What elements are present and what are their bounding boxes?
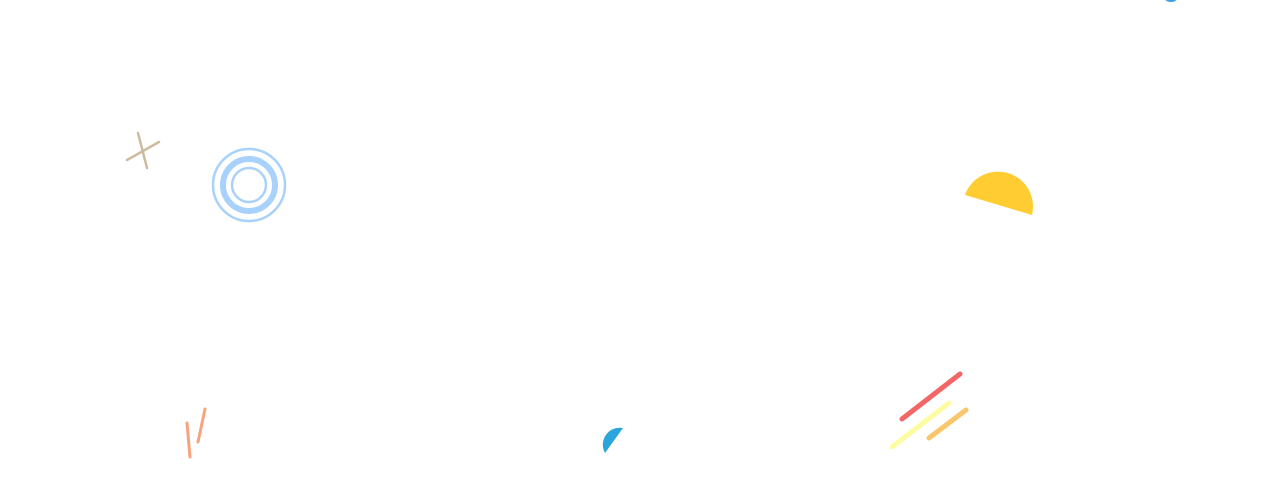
half-circle-shape <box>965 171 1034 215</box>
twin-sticks-shape <box>185 407 207 459</box>
orange-line <box>926 407 969 441</box>
quarter-circle-shape <box>602 427 623 453</box>
pale-yellow-line <box>889 400 952 450</box>
concentric-rings-shape <box>211 147 287 223</box>
red-line <box>899 371 963 422</box>
edge-dot-shape <box>1165 0 1177 2</box>
triple-lines-shape <box>889 371 969 450</box>
cross-shape <box>125 131 161 170</box>
